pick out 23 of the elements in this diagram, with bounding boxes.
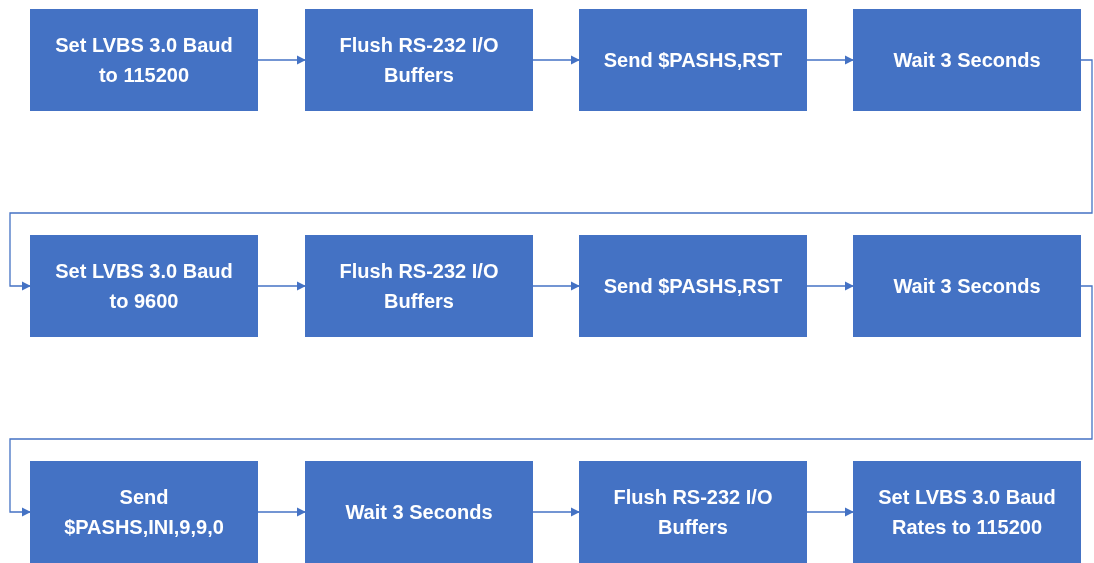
arrow [9,285,1093,517]
arrow [806,281,854,291]
process-box: Flush RS-232 I/O Buffers [305,9,533,111]
arrow [806,507,854,517]
process-box: Send $PASHS,RST [579,235,807,337]
process-box: Set LVBS 3.0 Baud to 115200 [30,9,258,111]
arrow [257,55,306,65]
process-box: Wait 3 Seconds [305,461,533,563]
process-box: Set LVBS 3.0 Baud Rates to 115200 [853,461,1081,563]
process-box: Set LVBS 3.0 Baud to 9600 [30,235,258,337]
arrow [532,55,580,65]
arrow [532,507,580,517]
arrow [532,281,580,291]
process-box: Send $PASHS,RST [579,9,807,111]
process-box: Flush RS-232 I/O Buffers [579,461,807,563]
process-box: Wait 3 Seconds [853,9,1081,111]
arrow [9,59,1093,291]
process-box: Wait 3 Seconds [853,235,1081,337]
arrow [257,507,306,517]
arrow [257,281,306,291]
process-box: Send $PASHS,INI,9,9,0 [30,461,258,563]
process-box: Flush RS-232 I/O Buffers [305,235,533,337]
arrow [806,55,854,65]
